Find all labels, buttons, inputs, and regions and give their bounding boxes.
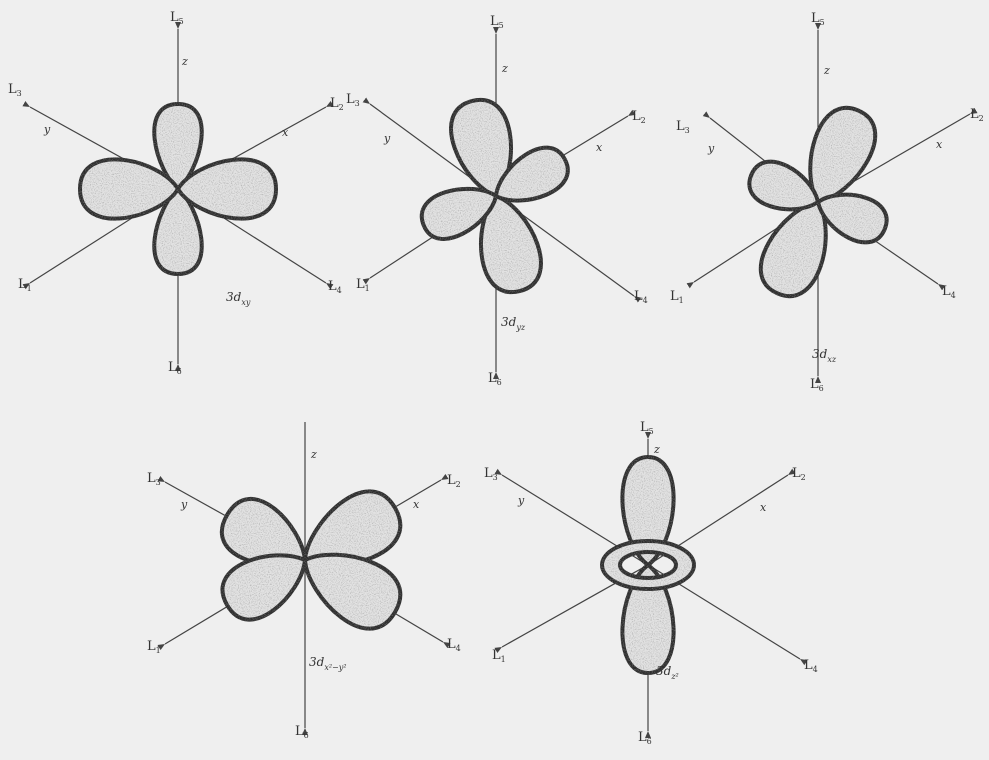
ligand-label-l5: L5 bbox=[640, 420, 654, 436]
ligand-label-l4: L4 bbox=[942, 284, 956, 300]
lobes bbox=[415, 94, 575, 298]
axis-label-y: y bbox=[383, 132, 391, 145]
panel-dxy: L5 L3 L2 L1 L4 L6 z y x 3dxy bbox=[8, 10, 344, 376]
axis-label-x: x bbox=[936, 138, 943, 151]
ligand-label-l4: L4 bbox=[447, 637, 461, 653]
ligand-label-l2: L2 bbox=[447, 473, 461, 489]
axis-label-z: z bbox=[501, 62, 508, 75]
ligand-label-l6: L6 bbox=[168, 360, 182, 376]
panel-dxz: L5 L3 L2 L1 L4 L6 z y x 3dxz bbox=[670, 11, 984, 393]
orbital-caption: 3dz² bbox=[656, 664, 679, 681]
orbital-caption: 3dxy bbox=[226, 290, 251, 307]
ligand-label-l4: L4 bbox=[804, 658, 818, 674]
lobes bbox=[602, 457, 694, 673]
axis-label-z: z bbox=[181, 55, 188, 68]
ligand-label-l3: L3 bbox=[676, 119, 690, 135]
axis-label-y: y bbox=[517, 494, 525, 507]
orbital-caption: 3dxz bbox=[812, 347, 837, 364]
ligand-label-l1: L1 bbox=[492, 648, 506, 664]
axis-label-x: x bbox=[413, 498, 420, 511]
ligand-label-l2: L2 bbox=[632, 109, 646, 125]
ligand-label-l2: L2 bbox=[330, 96, 344, 112]
ligand-label-l1: L1 bbox=[18, 277, 32, 293]
ligand-label-l1: L1 bbox=[356, 277, 370, 293]
axis-label-z: z bbox=[653, 443, 660, 456]
axis-label-x: x bbox=[596, 141, 603, 154]
axis-label-y: y bbox=[180, 498, 188, 511]
ligand-label-l3: L3 bbox=[8, 82, 22, 98]
axis-label-x: x bbox=[282, 126, 289, 139]
ligand-label-l2: L2 bbox=[970, 107, 984, 123]
ligand-label-l5: L5 bbox=[170, 10, 184, 26]
orbital-caption: 3dx²−y² bbox=[309, 655, 346, 672]
ligand-label-l6: L6 bbox=[810, 377, 824, 393]
ligand-label-l2: L2 bbox=[792, 466, 806, 482]
axis-label-z: z bbox=[823, 64, 830, 77]
panel-dyz: L5 L3 L2 L1 L4 L6 z y x 3dyz bbox=[346, 14, 648, 387]
ligand-label-l6: L6 bbox=[295, 724, 309, 740]
axis-label-y: y bbox=[707, 142, 715, 155]
ligand-label-l6: L6 bbox=[488, 371, 502, 387]
lobes bbox=[80, 104, 276, 274]
lobes bbox=[212, 480, 411, 640]
axes bbox=[165, 422, 443, 728]
panel-dx2-y2: L3 L2 L1 L4 L6 z y x 3dx²−y² bbox=[147, 422, 461, 740]
ligand-label-l4: L4 bbox=[634, 289, 648, 305]
panel-dz2: L5 L3 L2 L1 L4 L6 z y x 3dz² bbox=[484, 420, 818, 746]
ligand-label-l1: L1 bbox=[670, 289, 684, 305]
ligand-label-l6: L6 bbox=[638, 730, 652, 746]
ligand-label-l3: L3 bbox=[147, 471, 161, 487]
axis-label-x: x bbox=[760, 501, 767, 514]
ligand-label-l3: L3 bbox=[346, 92, 360, 108]
axis-label-y: y bbox=[43, 123, 51, 136]
lobes bbox=[743, 99, 893, 305]
ligand-label-l5: L5 bbox=[811, 11, 825, 27]
axis-label-z: z bbox=[310, 448, 317, 461]
ligand-label-l1: L1 bbox=[147, 639, 161, 655]
ligand-label-l3: L3 bbox=[484, 466, 498, 482]
ligand-label-l5: L5 bbox=[490, 14, 504, 30]
orbital-caption: 3dyz bbox=[501, 315, 526, 332]
ligand-label-l4: L4 bbox=[328, 279, 342, 295]
